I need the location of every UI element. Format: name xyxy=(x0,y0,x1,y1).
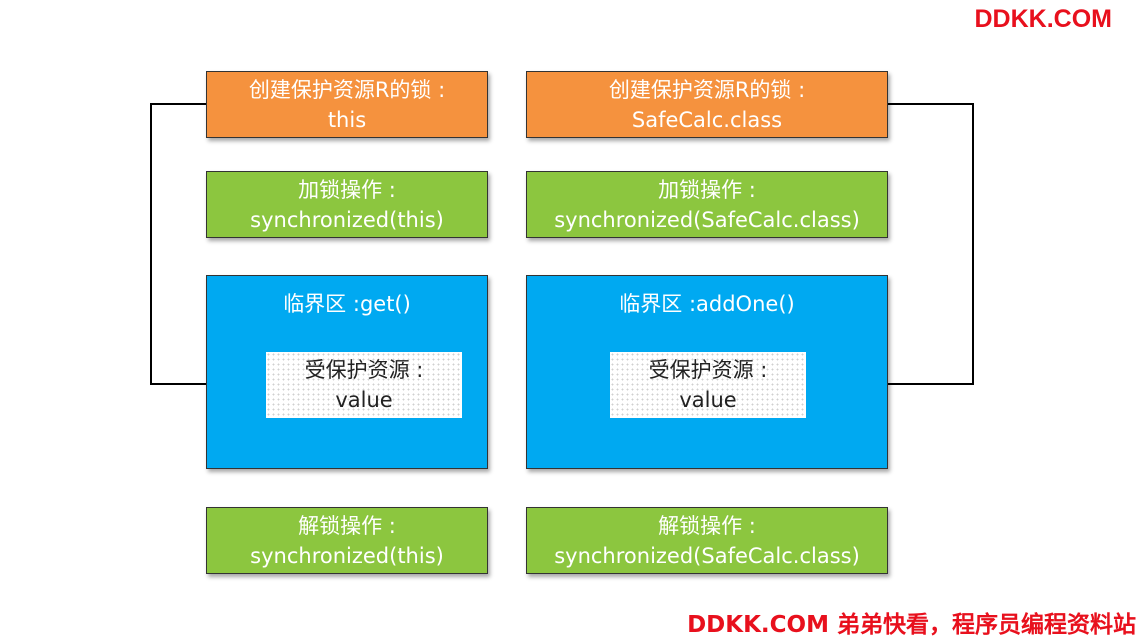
left-unlock-op-value: synchronized(this) xyxy=(250,543,444,568)
left-create-lock-value: this xyxy=(327,107,367,132)
left-critical-section-title: 临界区 :get() xyxy=(283,292,411,316)
left-create-lock-label: 创建保护资源R的锁 : xyxy=(248,77,446,102)
right-create-lock-box: 创建保护资源R的锁 : SafeCalc.class xyxy=(526,71,888,138)
right-lock-op-value: synchronized(SafeCalc.class) xyxy=(554,207,860,232)
left-lock-op-label: 加锁操作 : xyxy=(298,177,396,202)
right-unlock-op-label: 解锁操作 : xyxy=(658,513,756,538)
right-create-lock-value: SafeCalc.class xyxy=(631,107,783,132)
right-lock-op-box: 加锁操作 : synchronized(SafeCalc.class) xyxy=(526,171,888,238)
watermark-top: DDKK.COM xyxy=(974,5,1113,33)
left-unlock-op-box: 解锁操作 : synchronized(this) xyxy=(206,507,488,574)
right-lock-op-label: 加锁操作 : xyxy=(658,177,756,202)
left-unlock-op-label: 解锁操作 : xyxy=(298,513,396,538)
right-lock-to-resource-arrow xyxy=(805,103,974,389)
watermark-bottom: DDKK.COM 弟弟快看，程序员编程资料站 xyxy=(687,612,1136,638)
right-protected-resource-box: 受保护资源 : value xyxy=(610,352,806,418)
right-unlock-op-value: synchronized(SafeCalc.class) xyxy=(554,543,860,568)
right-resource-label: 受保护资源 : xyxy=(648,358,768,382)
left-lock-op-box: 加锁操作 : synchronized(this) xyxy=(206,171,488,238)
left-critical-section-box: 临界区 :get() xyxy=(206,275,488,469)
right-resource-value: value xyxy=(679,388,737,412)
left-resource-label: 受保护资源 : xyxy=(304,358,424,382)
left-resource-value: value xyxy=(335,388,393,412)
left-create-lock-box: 创建保护资源R的锁 : this xyxy=(206,71,488,138)
left-protected-resource-box: 受保护资源 : value xyxy=(266,352,462,418)
right-unlock-op-box: 解锁操作 : synchronized(SafeCalc.class) xyxy=(526,507,888,574)
left-lock-op-value: synchronized(this) xyxy=(250,207,444,232)
right-critical-section-title: 临界区 :addOne() xyxy=(619,292,795,316)
right-create-lock-label: 创建保护资源R的锁 : xyxy=(608,77,806,102)
